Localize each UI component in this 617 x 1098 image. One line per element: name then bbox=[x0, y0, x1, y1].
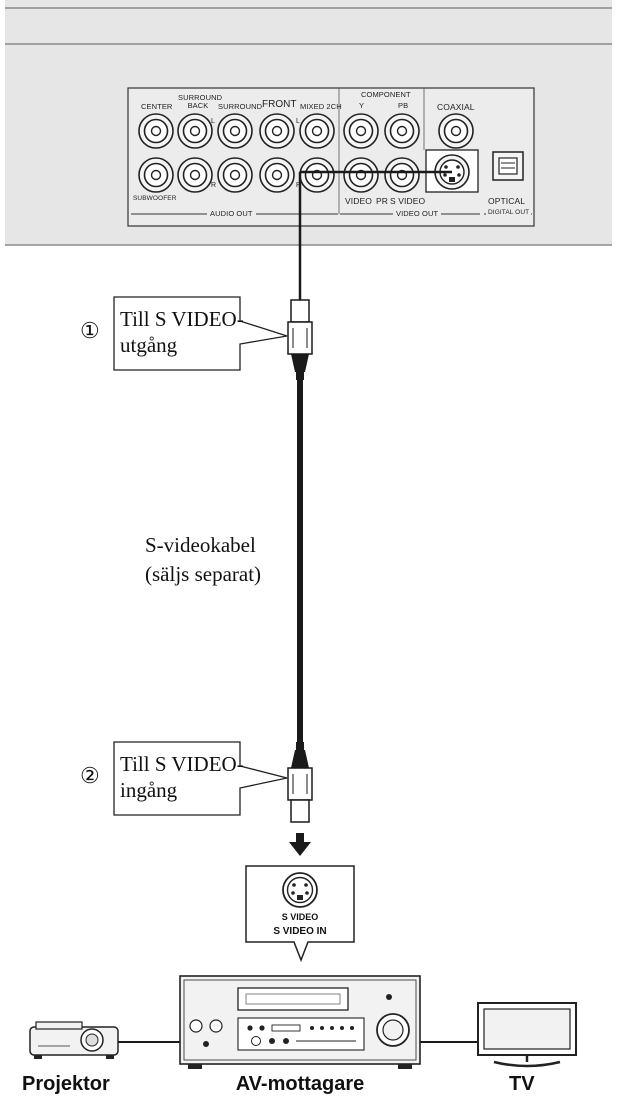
callout-1-line-2: utgång bbox=[120, 333, 178, 357]
label-s-video-out: S VIDEO bbox=[390, 196, 426, 206]
down-arrow-icon bbox=[289, 833, 311, 856]
av-receiver-icon bbox=[179, 975, 421, 1069]
label-video-out: VIDEO OUT bbox=[393, 209, 442, 218]
label-subwoofer: SUBWOOFER bbox=[133, 195, 177, 202]
callout-bubble-2 bbox=[113, 741, 288, 816]
player-rear-panel bbox=[5, 0, 612, 300]
jack-surround-l bbox=[217, 113, 253, 149]
label-digital-out: DIGITAL OUT bbox=[486, 209, 532, 216]
callout-number-2: ② bbox=[80, 763, 100, 788]
label-audio-out: AUDIO OUT bbox=[207, 209, 256, 218]
s-video-in-box bbox=[245, 865, 355, 963]
callout-2-line-2: ingång bbox=[120, 778, 178, 802]
jack-component-pr bbox=[384, 157, 420, 193]
label-front: FRONT bbox=[262, 99, 297, 110]
callout-bubble-1 bbox=[113, 296, 288, 371]
jack-mixed-l bbox=[299, 113, 335, 149]
jack-surround-r bbox=[217, 157, 253, 193]
jack-front-r bbox=[259, 157, 295, 193]
s-video-in-label: S VIDEO IN bbox=[273, 926, 327, 937]
callout-number-1: ① bbox=[80, 318, 100, 343]
device-name-receiver: AV-mottagare bbox=[235, 1073, 365, 1095]
s-video-plug-bottom bbox=[287, 742, 313, 823]
s-video-cable bbox=[297, 380, 303, 742]
callout-1-line-1: Till S VIDEO- bbox=[120, 307, 244, 331]
jack-front-l bbox=[259, 113, 295, 149]
s-video-jack-label: S VIDEO bbox=[281, 912, 319, 922]
label-r-surround-back: R bbox=[211, 182, 217, 189]
callout-2-line-1: Till S VIDEO- bbox=[120, 752, 244, 776]
s-video-plug-top bbox=[287, 299, 313, 380]
jack-surround-back-l bbox=[177, 113, 213, 149]
label-l-surround-back: L bbox=[211, 118, 215, 125]
tv-icon bbox=[477, 1002, 577, 1068]
s-video-in-jack bbox=[282, 872, 318, 908]
label-surround: SURROUND bbox=[218, 102, 263, 111]
label-pb: PB bbox=[398, 101, 409, 110]
device-name-projector: Projektor bbox=[22, 1073, 110, 1095]
label-r-front: R bbox=[296, 182, 302, 189]
optical-jack bbox=[492, 151, 524, 181]
jack-mixed-r bbox=[299, 157, 335, 193]
cable-caption-line-1: S-videokabel bbox=[145, 533, 256, 557]
cable-caption-line-2: (säljs separat) bbox=[145, 562, 262, 586]
label-surround-back: SURROUND BACK bbox=[178, 93, 223, 110]
jack-center bbox=[138, 113, 174, 149]
jack-component-pb bbox=[384, 113, 420, 149]
jack-surround-back-r bbox=[177, 157, 213, 193]
device-name-tv: TV bbox=[509, 1073, 535, 1095]
label-pr: PR bbox=[376, 196, 389, 206]
jack-coaxial bbox=[438, 113, 474, 149]
jack-subwoofer bbox=[138, 157, 174, 193]
label-center: CENTER bbox=[141, 102, 173, 111]
label-y: Y bbox=[359, 101, 365, 110]
label-coaxial: COAXIAL bbox=[437, 102, 475, 112]
label-optical: OPTICAL bbox=[488, 196, 526, 206]
label-mixed-2ch: MIXED 2CH bbox=[300, 102, 342, 111]
label-component: COMPONENT bbox=[361, 90, 411, 99]
jack-component-y bbox=[343, 113, 379, 149]
projector-icon bbox=[29, 1021, 119, 1059]
label-l-front: L bbox=[296, 118, 300, 125]
label-video: VIDEO bbox=[345, 196, 372, 206]
jack-video bbox=[343, 157, 379, 193]
